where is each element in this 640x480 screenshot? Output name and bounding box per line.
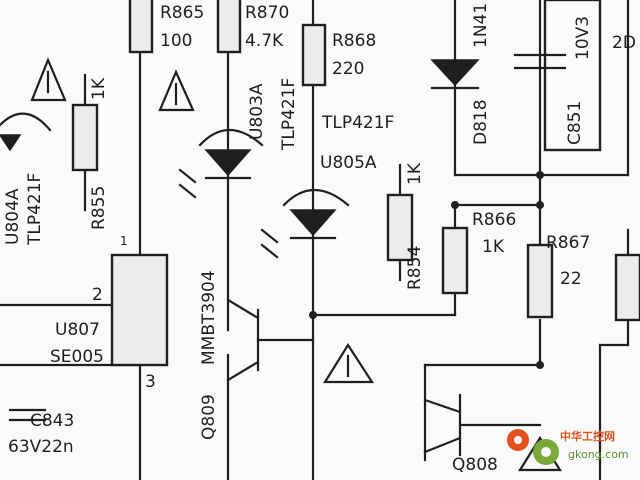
warning-triangle-icon [30, 57, 67, 102]
led-u805a [260, 189, 350, 259]
resistor-r867 [526, 243, 554, 319]
label-se005: SE005 [50, 347, 104, 367]
capacitor-c851-body [543, 0, 602, 152]
resistor-r870 [216, 0, 242, 54]
label-q809: Q809 [199, 394, 219, 440]
junctions [309, 171, 544, 369]
label-r867-value: 22 [560, 269, 582, 289]
label-r866-value: 1K [482, 237, 505, 257]
label-r854-value: 1K [405, 162, 425, 185]
label-tlp421f-top: TLP421F [321, 113, 394, 133]
label-c843: C843 [30, 411, 74, 431]
resistor-r868 [301, 23, 327, 87]
label-q809-part: MMBT3904 [199, 270, 219, 365]
label-r854: R854 [405, 246, 425, 290]
label-r855: R855 [89, 186, 109, 230]
label-pin2: 2 [92, 285, 103, 305]
label-r855-value: 1K [89, 77, 109, 100]
label-pin1: 1 [120, 234, 128, 248]
label-r870-value: 4.7K [245, 31, 284, 51]
label-r865: R865 [160, 3, 204, 23]
label-r868: R868 [332, 31, 376, 51]
resistor-r865 [128, 0, 154, 54]
watermark-title: 中华工控网 [560, 429, 615, 443]
label-u805a: U805A [320, 153, 377, 173]
led-u804a [0, 112, 52, 152]
label-d818: D818 [471, 99, 491, 145]
resistor-r855 [71, 103, 99, 172]
label-edge-2d: 2D [612, 33, 636, 53]
watermark-url: gkong.com [568, 448, 629, 461]
label-tlp421f-left: TLP421F [25, 173, 45, 246]
label-c843-value: 63V22n [8, 437, 74, 457]
label-r870: R870 [245, 3, 289, 23]
label-r867: R867 [546, 233, 590, 253]
label-tlp421f-mid: TLP421F [279, 78, 299, 151]
label-r865-value: 100 [160, 31, 192, 51]
resistor-r866 [441, 226, 469, 295]
warning-triangle-icon [158, 69, 195, 112]
resistor-right [614, 253, 640, 322]
label-d818-part: 1N41 [471, 3, 491, 48]
label-c851-value: 10V3 [573, 16, 593, 60]
label-pin3: 3 [145, 372, 156, 392]
warning-triangle-icon [323, 342, 375, 384]
label-r868-value: 220 [332, 59, 364, 79]
label-u807: U807 [55, 320, 100, 340]
led-u803a [178, 129, 264, 199]
resistors [71, 0, 640, 322]
resistor-r854 [386, 193, 414, 262]
label-q808: Q808 [452, 455, 498, 475]
diode-d818 [430, 59, 480, 90]
label-c851: C851 [565, 101, 585, 145]
label-u804a: U804A [3, 188, 23, 245]
label-u803a: U803A [247, 83, 267, 140]
label-r866: R866 [472, 210, 516, 230]
ic-u807 [110, 253, 169, 367]
watermark: 中华工控网 gkong.com [507, 429, 629, 465]
gear-icon [507, 429, 559, 465]
